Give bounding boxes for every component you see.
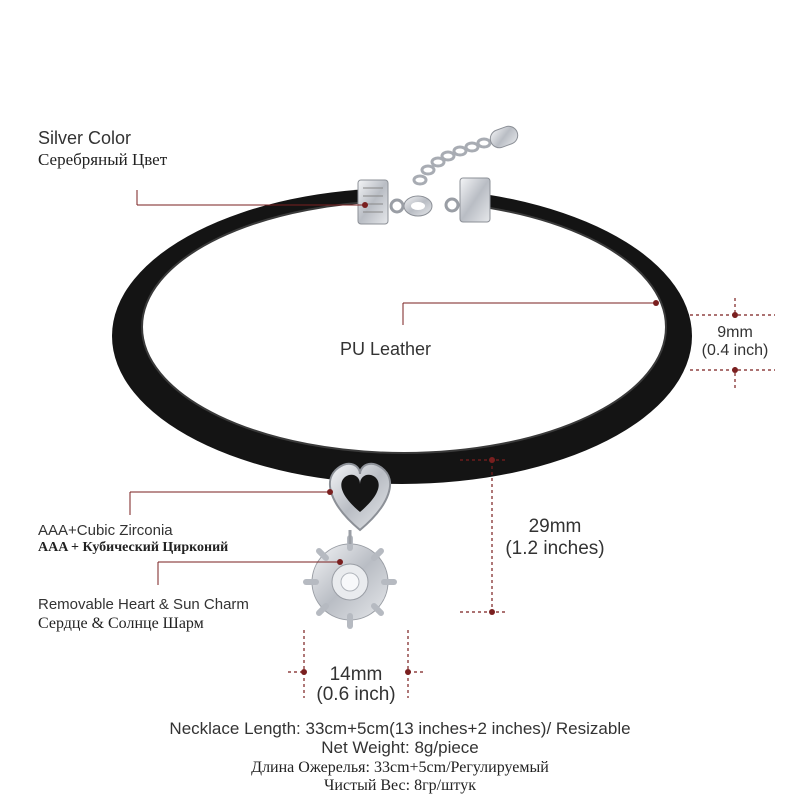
pendant-height-marker-dots: [489, 457, 495, 615]
left-end-cap: [357, 179, 389, 225]
pendant-width-mm: 14mm: [329, 664, 383, 685]
zirconia-label-ru: AAA + Кубический Цирконий: [38, 540, 229, 555]
spec-weight-en: Net Weight: 8g/piece: [321, 738, 479, 757]
extender-tag: [489, 125, 519, 149]
pendant-width-marker-dots: [301, 669, 411, 675]
heart-slider: [329, 462, 391, 532]
leader-dots: [327, 202, 659, 565]
pendant-height-inch: (1.2 inches): [505, 538, 605, 559]
extender-chain: [412, 137, 492, 186]
pendant-height-marker: [460, 459, 505, 613]
band-width-mm: 9mm: [717, 324, 753, 341]
zirconia-label-en: AAA+Cubic Zirconia: [38, 522, 173, 539]
leader-lines: [129, 190, 656, 585]
charm-label-ru: Сердце & Солнце Шарм: [38, 615, 204, 632]
leather-band: [112, 170, 692, 484]
silver-color-label-en: Silver Color: [38, 128, 132, 148]
sun-charm: [303, 530, 397, 629]
spec-weight-ru: Чистый Вес: 8гр/штук: [324, 777, 476, 794]
lobster-clasp: [389, 195, 460, 217]
pendant-height-mm: 29mm: [528, 516, 582, 537]
charm-label-en: Removable Heart & Sun Charm: [38, 596, 249, 613]
spec-length-en: Necklace Length: 33cm+5cm(13 inches+2 in…: [169, 719, 631, 738]
spec-length-ru: Длина Ожерелья: 33cm+5cm/Регулируемый: [251, 759, 549, 776]
pu-leather-label: PU Leather: [340, 339, 432, 359]
band-width-marker-dots: [732, 312, 738, 373]
silver-color-label-ru: Серебряный Цвет: [38, 150, 168, 169]
band-width-inch: (0.4 inch): [701, 342, 769, 359]
right-end-cap: [459, 177, 491, 223]
pendant-width-inch: (0.6 inch): [316, 684, 396, 705]
